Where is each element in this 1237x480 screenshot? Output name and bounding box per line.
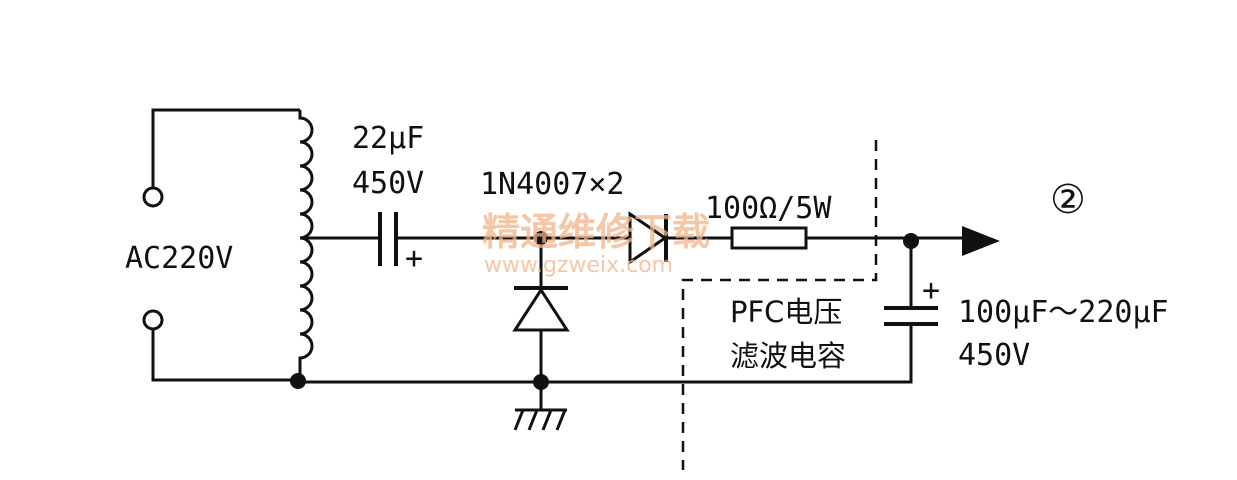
coupling-cap-voltage: 450V xyxy=(352,166,424,201)
series-diode xyxy=(628,211,732,265)
diodes-label: 1N4007×2 xyxy=(480,167,625,202)
resistor xyxy=(730,226,962,250)
pfc-cap-voltage: 450V xyxy=(958,338,1030,373)
watermark-url: www.gzweix.com xyxy=(484,253,673,278)
pfc-cap-polarity: + xyxy=(922,273,940,308)
pfc-boundary-dashed xyxy=(681,140,878,470)
terminal-top xyxy=(142,186,164,208)
ground-icon xyxy=(513,408,567,431)
pfc-cap-value: 100μF～220μF xyxy=(958,295,1169,330)
coupling-capacitor xyxy=(378,212,630,266)
pfc-filter-capacitor xyxy=(300,241,938,384)
junction-coil-bottom xyxy=(290,373,306,389)
pfc-label-line1: PFC电压 xyxy=(730,295,842,329)
coupling-cap-polarity: + xyxy=(405,241,423,276)
output-arrow-icon xyxy=(962,226,1000,256)
ac-source-label: AC220V xyxy=(125,241,233,276)
coupling-cap-value: 22μF xyxy=(352,121,424,156)
lower-diode xyxy=(512,286,570,332)
transformer-coil xyxy=(298,110,314,380)
pfc-label-line2: 滤波电容 xyxy=(730,339,846,373)
watermark-cn: 精通维修下载 xyxy=(482,210,710,254)
terminal-bottom xyxy=(142,309,164,331)
junction-ground-node xyxy=(533,374,549,390)
ac-source-wiring xyxy=(142,108,300,382)
figure-number: ② xyxy=(1050,177,1086,223)
resistor-label: 100Ω/5W xyxy=(705,191,832,226)
